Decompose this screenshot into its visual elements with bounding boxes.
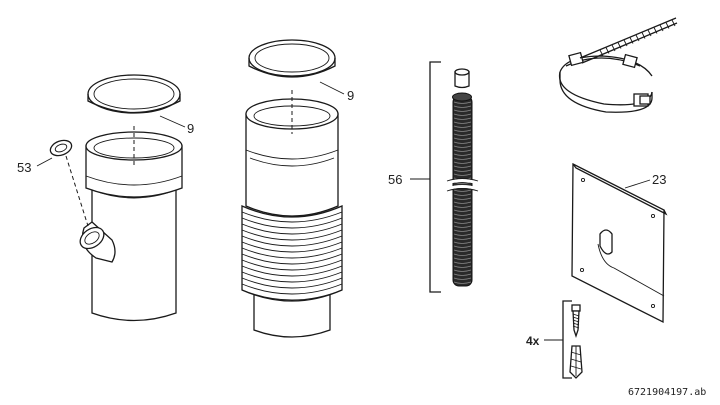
label-quantity: 4x [526,334,540,348]
bellows-pipe [241,98,343,338]
pipe-clamp [558,17,678,113]
hose-assembly [410,61,479,293]
small-seal-ring [49,139,89,227]
label-gasket-right: 9 [347,88,354,103]
label-hose: 56 [388,172,402,187]
fasteners [544,300,583,379]
gasket-ring-left [87,74,186,166]
label-small-seal: 53 [17,160,31,175]
gasket-ring-right [248,39,345,134]
document-code: 6721904197.ab [628,387,706,398]
tee-pipe [79,131,183,322]
label-gasket-left: 9 [187,121,194,136]
roof-plate [571,162,668,324]
label-plate: 23 [652,172,666,187]
